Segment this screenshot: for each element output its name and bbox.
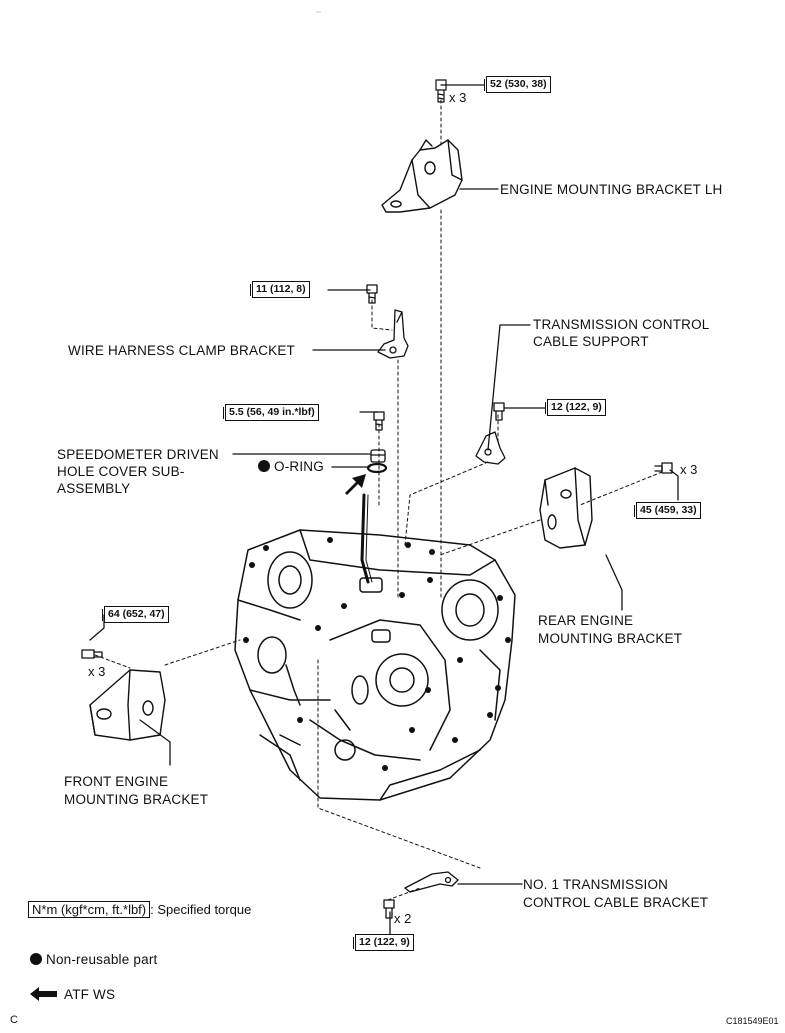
no1-cable-bracket-shape — [404, 871, 459, 893]
legend-atf-text: ATF WS — [64, 987, 116, 1002]
legend-atf: ATF WS — [30, 986, 115, 1003]
dash-front-bracket — [164, 639, 241, 666]
leader-front-bracket — [139, 719, 171, 766]
bolt-55 — [373, 411, 385, 431]
multiplier-64: x 3 — [88, 664, 106, 679]
multiplier-12b: x 2 — [394, 911, 412, 926]
label-rear-bracket-line1: REAR ENGINE — [538, 613, 634, 628]
o-ring-shape — [366, 462, 388, 474]
label-front-bracket-line1: FRONT ENGINE — [64, 774, 169, 789]
torque-box-12a: 12 (122, 9) — [545, 399, 606, 416]
figure-id: C181549E01 — [726, 1016, 779, 1026]
torque-value: 52 (530, 38) — [490, 78, 547, 90]
label-rear-bracket-line2: MOUNTING BRACKET — [538, 631, 683, 646]
bolt-12b — [383, 899, 395, 919]
leader-tcc-support — [487, 324, 531, 451]
torque-value: 5.5 (56, 49 in.*lbf) — [229, 406, 315, 418]
corner-letter: C — [10, 1014, 18, 1026]
dash-bolt12b — [387, 887, 421, 901]
legend-nonreusable: Non-reusable part — [30, 951, 157, 968]
torque-box-45: 45 (459, 33) — [634, 502, 701, 519]
case-bolt-heads — [243, 537, 511, 771]
dash-bolt11 — [371, 299, 393, 331]
label-tcc-support-line1: TRANSMISSION CONTROL — [533, 317, 710, 332]
nonreusable-dot-icon — [258, 460, 270, 472]
torque-box-52: 52 (530, 38) — [484, 76, 551, 93]
legend-torque-text: : Specified torque — [150, 902, 252, 917]
label-speedo-line3: ASSEMBLY — [57, 481, 131, 496]
torque-box-64: 64 (652, 47) — [102, 606, 169, 623]
o-ring-text: O-RING — [274, 459, 324, 474]
legend-torque-box: N*m (kgf*cm, ft.*lbf) — [28, 901, 151, 918]
bolt-45 — [654, 462, 673, 474]
dash-bolt45 — [579, 471, 663, 506]
torque-value: 11 (112, 8) — [256, 283, 306, 295]
speedo-cable — [360, 493, 370, 584]
torque-value: 12 (122, 9) — [551, 401, 602, 413]
leader-t45 — [669, 469, 679, 501]
torque-box-11: 11 (112, 8) — [250, 281, 310, 298]
label-speedo-line2: HOLE COVER SUB- — [57, 464, 185, 479]
engine-mounting-bracket-lh-shape — [381, 139, 463, 213]
tcc-support-shape — [475, 431, 506, 465]
label-front-bracket-line2: MOUNTING BRACKET — [64, 792, 209, 807]
multiplier-52: x 3 — [449, 90, 467, 105]
wire-harness-clamp-shape — [377, 309, 409, 359]
torque-box-12b: 12 (122, 9) — [353, 934, 414, 951]
legend-torque: N*m (kgf*cm, ft.*lbf): Specified torque — [28, 901, 251, 918]
multiplier-45: x 3 — [680, 462, 698, 477]
label-speedo-line1: SPEEDOMETER DRIVEN — [57, 447, 219, 462]
torque-value: 12 (122, 9) — [359, 936, 410, 948]
label-o-ring: O-RING — [258, 458, 324, 475]
label-engine-bracket-lh: ENGINE MOUNTING BRACKET LH — [500, 182, 723, 197]
torque-box-5-5: 5.5 (56, 49 in.*lbf) — [223, 404, 319, 421]
legend-nonreusable-text: Non-reusable part — [46, 952, 158, 967]
dash-no1-bracket — [317, 659, 481, 869]
speedometer-cover-shape — [370, 449, 386, 463]
bolt-12a — [493, 402, 505, 421]
label-tcc-support-line2: CABLE SUPPORT — [533, 334, 649, 349]
rear-engine-bracket-shape — [539, 467, 593, 549]
dash-cable-support — [404, 461, 489, 546]
dash-rear-bracket — [439, 519, 541, 556]
bolt-52 — [435, 79, 447, 103]
torque-value: 64 (652, 47) — [108, 608, 165, 620]
leader-rear-bracket — [605, 554, 623, 611]
bolt-11 — [366, 284, 378, 304]
label-no1-bracket-line2: CONTROL CABLE BRACKET — [523, 895, 709, 910]
front-engine-bracket-shape — [89, 669, 166, 741]
label-wire-harness-clamp: WIRE HARNESS CLAMP BRACKET — [68, 343, 295, 358]
atf-arrow-diagram — [345, 474, 366, 495]
transmission-case-shape — [234, 529, 516, 801]
label-no1-bracket-line1: NO. 1 TRANSMISSION — [523, 877, 669, 892]
atf-arrow-icon — [30, 987, 57, 1001]
bolt-64 — [81, 649, 103, 659]
torque-value: 45 (459, 33) — [640, 504, 697, 516]
nonreusable-dot-icon — [30, 953, 42, 965]
